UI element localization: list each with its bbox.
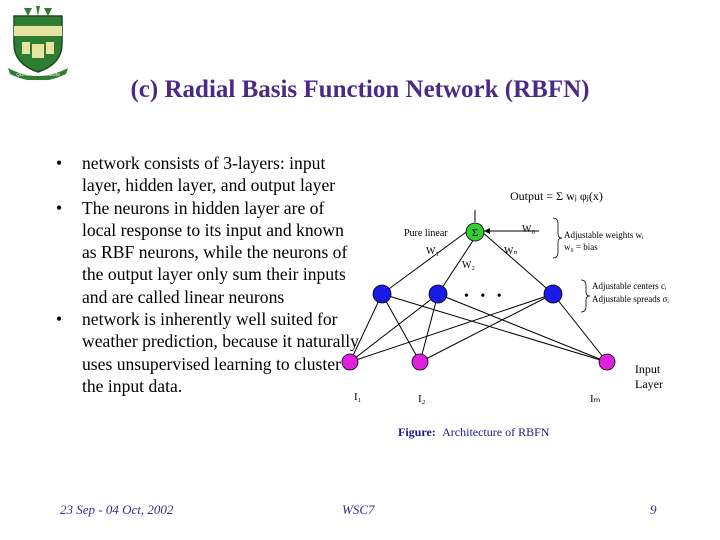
- input-i2-label: I₂: [418, 393, 426, 405]
- input-node: [341, 353, 359, 371]
- adjustable-centers-label: Adjustable centers cᵢ: [592, 281, 667, 291]
- bullet-list: network consists of 3-layers: input laye…: [52, 152, 362, 397]
- university-crest-icon: QUAERITE PRIMUM: [8, 6, 68, 80]
- hidden-ellipsis: • • •: [464, 289, 506, 304]
- page-number: 9: [650, 502, 657, 517]
- bias-label: w₀ = bias: [564, 242, 598, 252]
- input-layer-line2: Layer: [635, 377, 663, 391]
- weight-w0-label: W₀: [522, 224, 535, 235]
- footer-conference: WSC7: [342, 502, 375, 517]
- adjustable-spreads-label: Adjustable spreads σᵢ: [592, 294, 669, 304]
- brace-icon: [552, 217, 563, 259]
- footer-date: 23 Sep - 04 Oct, 2002: [60, 502, 174, 517]
- input-layer-label: Input Layer: [635, 362, 663, 391]
- caption-text: Architecture of RBFN: [442, 425, 550, 439]
- bullet-item: The neurons in hidden layer are of local…: [52, 197, 362, 308]
- hidden-output-connections: [381, 229, 554, 295]
- caption-bold: Figure:: [398, 425, 436, 439]
- input-node: [411, 353, 429, 371]
- hidden-node: [428, 284, 448, 304]
- output-formula: Output = Σ wⱼ φⱼ(x): [510, 189, 603, 203]
- bullet-item: network consists of 3-layers: input laye…: [52, 152, 362, 197]
- brace-icon: [580, 279, 591, 313]
- input-node: [598, 353, 616, 371]
- adjustable-weights-label: Adjustable weights wᵢ: [564, 230, 644, 240]
- hidden-node: [543, 284, 563, 304]
- pure-linear-label: Pure linear: [404, 228, 448, 239]
- input-layer-line1: Input: [635, 362, 661, 376]
- bullet-item: network is inherently well suited for we…: [52, 308, 362, 397]
- figure-caption: Figure: Architecture of RBFN: [398, 425, 550, 439]
- sigma-symbol: Σ: [472, 227, 478, 239]
- crest-banner: QUAERITE PRIMUM: [16, 72, 60, 77]
- weight-w2-label: W₂: [462, 260, 475, 271]
- input-i1-label: I₁: [354, 391, 362, 403]
- rbfn-diagram: Σ Output = Σ wⱼ φⱼ(x) Pure linear W₁ W₂ …: [341, 189, 669, 439]
- weight-w1-label: W₁: [426, 246, 439, 257]
- hidden-node: [372, 284, 392, 304]
- weight-wn-label: Wₙ: [504, 246, 517, 257]
- arrow-head-icon: [484, 228, 490, 234]
- page-title: (c) Radial Basis Function Network (RBFN): [130, 76, 590, 103]
- input-hidden-connections: [349, 293, 608, 363]
- output-node: [465, 222, 485, 242]
- input-im-label: Iₘ: [590, 393, 601, 405]
